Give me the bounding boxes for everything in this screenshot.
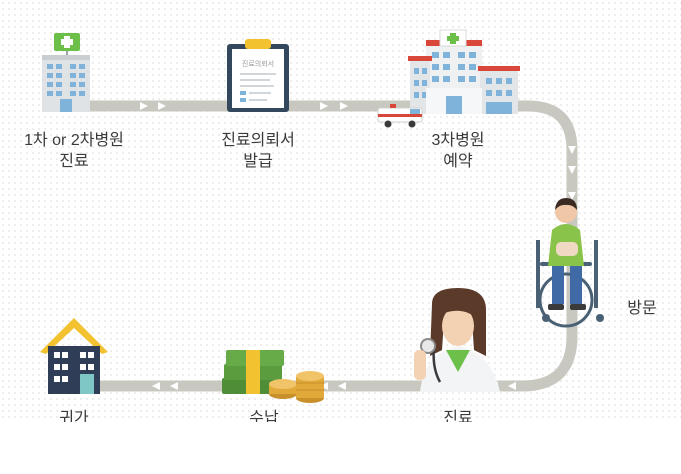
step-label-line: 발급: [243, 153, 273, 170]
step-label-visit: 방문: [612, 298, 672, 319]
money-icon: [222, 350, 324, 403]
tertiary-hospital-icon: [408, 29, 520, 114]
wheelchair-patient-icon: [536, 198, 604, 328]
arrow-left: [508, 382, 516, 390]
clinic-building-icon: [42, 33, 90, 112]
step-label-line: 3차병원: [431, 132, 485, 149]
arrow-right: [140, 102, 148, 110]
ambulance-icon: [377, 104, 423, 128]
step-label-line: 예약: [443, 153, 473, 170]
flow-path: [82, 100, 578, 392]
step-label-reservation: 3차병원 예약: [408, 130, 508, 172]
arrow-left: [170, 382, 178, 390]
step-label-line: 1차 or 2차병원: [24, 132, 124, 149]
arrow-down: [568, 166, 576, 174]
step-label-line: 진료의뢰서: [221, 132, 295, 149]
arrow-left: [338, 382, 346, 390]
doctor-icon: [414, 288, 500, 392]
arrow-down: [568, 192, 576, 200]
step-label-line: 진료: [59, 153, 89, 170]
house-icon: [40, 318, 108, 394]
step-label-referral: 진료의뢰서 발급: [198, 130, 318, 172]
step-label-line: 방문: [627, 300, 657, 317]
arrow-right: [158, 102, 166, 110]
bottom-crop: [0, 422, 681, 474]
arrow-down: [568, 146, 576, 154]
arrow-right: [320, 102, 328, 110]
referral-document-icon: 진료의뢰서: [227, 39, 289, 112]
arrow-right: [340, 102, 348, 110]
document-title: 진료의뢰서: [242, 59, 274, 68]
step-label-first-visit: 1차 or 2차병원 진료: [14, 130, 134, 172]
arrow-left: [152, 382, 160, 390]
